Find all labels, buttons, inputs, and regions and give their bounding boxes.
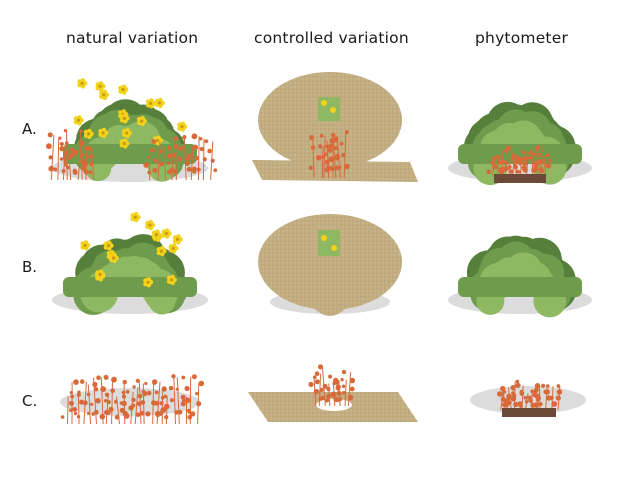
header-controlled-variation: controlled variation (254, 29, 409, 47)
header-natural-variation: natural variation (66, 29, 199, 47)
yellow-flower (145, 98, 156, 109)
herb-plant (518, 391, 532, 411)
herb-plant (521, 150, 529, 177)
shrub-b3 (458, 235, 582, 318)
herb-plant (79, 145, 91, 181)
yellow-flower (166, 274, 177, 286)
foliage-base (458, 277, 582, 297)
yellow-flower (103, 240, 114, 251)
yellow-flower (118, 84, 129, 95)
herb-cluster-a2 (308, 130, 350, 179)
herb-plant (93, 375, 101, 425)
herb-plant (204, 139, 218, 181)
yellow-flower (95, 269, 106, 280)
herb-plant (308, 135, 322, 179)
row-label-c: C. (22, 392, 38, 410)
yellow-flower (80, 240, 91, 251)
yellow-flower (137, 115, 147, 127)
yellow-flower (109, 252, 119, 264)
herb-cluster-a3 (486, 145, 552, 177)
herb-plant (123, 389, 136, 425)
yellow-flower (119, 138, 130, 149)
shrub-with-flowers-b1 (63, 212, 197, 315)
herb-plant (136, 381, 151, 425)
herb-plant (339, 130, 350, 179)
herb-plant (196, 137, 207, 181)
herb-plant (53, 136, 65, 181)
herb-plant (169, 136, 183, 181)
foliage-base (63, 144, 197, 164)
herb-plant (317, 364, 333, 407)
herb-plant (180, 135, 192, 181)
yellow-flower (168, 243, 179, 254)
herb-plant (539, 153, 552, 177)
herb-plant (314, 371, 325, 407)
herb-plant (159, 145, 173, 181)
herb-cluster-c3 (497, 379, 563, 411)
herb-cluster-c2 (308, 364, 356, 407)
herb-plant (155, 386, 170, 425)
pot-c3 (502, 408, 556, 417)
yellow-flower (154, 97, 165, 109)
herb-plant (180, 394, 192, 425)
herb-cluster-c1 (60, 374, 205, 425)
yellow-flower (73, 115, 84, 126)
herb-plant (159, 394, 169, 425)
yellow-flower (156, 245, 167, 257)
header-phytometer: phytometer (475, 29, 569, 47)
herb-plant (190, 380, 205, 425)
herb-plant (174, 375, 186, 425)
yellow-flower (161, 228, 172, 239)
burlap-cover-a2 (252, 72, 418, 182)
row-label-b: B. (22, 258, 38, 276)
herb-plant (143, 147, 156, 181)
yellow-flower (99, 89, 110, 100)
yellow-flower (95, 81, 106, 92)
herb-plant (333, 377, 342, 407)
herb-plant (151, 139, 163, 181)
yellow-flower (151, 229, 162, 240)
herb-plant (515, 382, 528, 411)
herb-plant (46, 132, 55, 181)
herb-plant (191, 133, 200, 181)
yellow-flower (143, 277, 154, 288)
yellow-flower (177, 121, 188, 132)
burlap-cover-b2 (258, 214, 402, 316)
foliage-base (63, 277, 197, 297)
yellow-flower (98, 127, 109, 139)
herb-plant (77, 379, 91, 425)
yellow-flower (119, 113, 130, 124)
shrub-with-flowers-a1 (63, 78, 197, 182)
yellow-flower (83, 128, 94, 139)
herb-plant (334, 136, 341, 179)
herb-plant (341, 369, 356, 407)
yellow-flower (77, 78, 88, 89)
foliage-base (458, 144, 582, 164)
yellow-flower (121, 127, 132, 139)
herb-plant (551, 384, 563, 411)
herb-plant (69, 379, 79, 425)
yellow-flower (172, 234, 183, 245)
herb-plant (59, 142, 68, 181)
pot-a3 (494, 174, 546, 183)
herb-plant (338, 378, 347, 407)
herb-plant (87, 146, 95, 181)
yellow-flower (145, 219, 156, 231)
herb-cluster-a1 (46, 129, 218, 181)
herb-plant (507, 379, 520, 411)
row-label-a: A. (22, 120, 37, 138)
yellow-flower (130, 212, 141, 223)
